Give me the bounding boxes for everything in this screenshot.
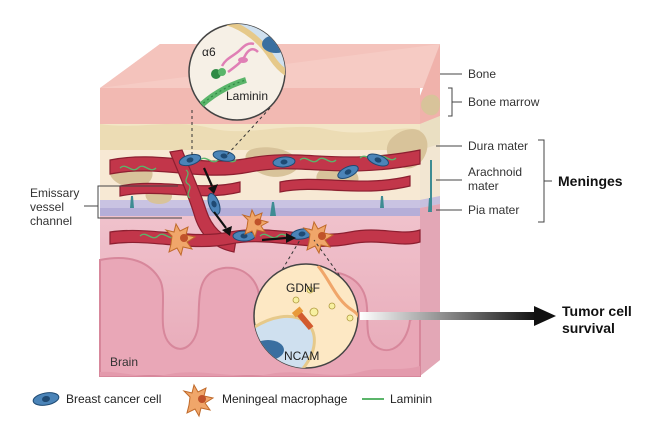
legend-cancer-cell-icon (32, 392, 60, 406)
cancer-cell (232, 230, 256, 242)
tumor-label-line2: survival (562, 320, 615, 336)
macrophage (164, 222, 197, 257)
emissary-label-line2: vessel (30, 200, 64, 214)
pia-mater-label: Pia mater (468, 203, 519, 217)
cancer-cell (272, 156, 296, 168)
breast-cancer-cells (178, 150, 389, 242)
bone-marrow-label: Bone marrow (468, 95, 540, 109)
bone-label: Bone (468, 67, 496, 81)
gdnf-label: GDNF (286, 281, 320, 295)
cancer-cell (337, 165, 359, 179)
inset-leader-lines (191, 107, 351, 291)
emissary-label-line3: channel (30, 214, 72, 228)
cancer-cell (367, 153, 389, 167)
inset-integrin-laminin: α6 Laminin (188, 23, 286, 121)
tumor-survival-arrow: Tumor cell survival (360, 303, 632, 336)
legend-macrophage-icon (182, 383, 215, 418)
pia-layer (100, 208, 420, 216)
meningeal-macrophages (164, 208, 335, 257)
cancer-cell (212, 150, 236, 162)
legend-macrophage-label: Meningeal macrophage (222, 392, 348, 406)
legend-cancer-cell-label: Breast cancer cell (66, 392, 161, 406)
bone-marrow-layer (100, 123, 420, 150)
meninges-label: Meninges (558, 173, 623, 189)
emissary-label: Emissary vessel channel (30, 185, 182, 228)
arachnoid-layer (100, 200, 420, 208)
cancer-cell (207, 193, 221, 215)
brain-label: Brain (110, 355, 138, 369)
laminin-inset-label: Laminin (226, 89, 268, 103)
macrophage (302, 220, 335, 255)
layer-labels: Bone Bone marrow Dura mater Arachnoid ma… (436, 67, 623, 223)
emissary-vessel (169, 149, 237, 253)
migration-arrows (202, 167, 296, 243)
arachnoid-label-line1: Arachnoid (468, 165, 522, 179)
legend-laminin-label: Laminin (390, 392, 432, 406)
alpha6-label: α6 (202, 45, 216, 59)
ncam-label: NCAM (284, 349, 319, 363)
arachnoid-label-line2: mater (468, 179, 499, 193)
cancer-cell (178, 153, 202, 167)
emissary-label-line1: Emissary (30, 186, 79, 200)
tumor-label-line1: Tumor cell (562, 303, 632, 319)
macrophage (241, 208, 270, 239)
legend: Breast cancer cell Meningeal macrophage … (32, 383, 432, 418)
dura-mater-label: Dura mater (468, 139, 528, 153)
